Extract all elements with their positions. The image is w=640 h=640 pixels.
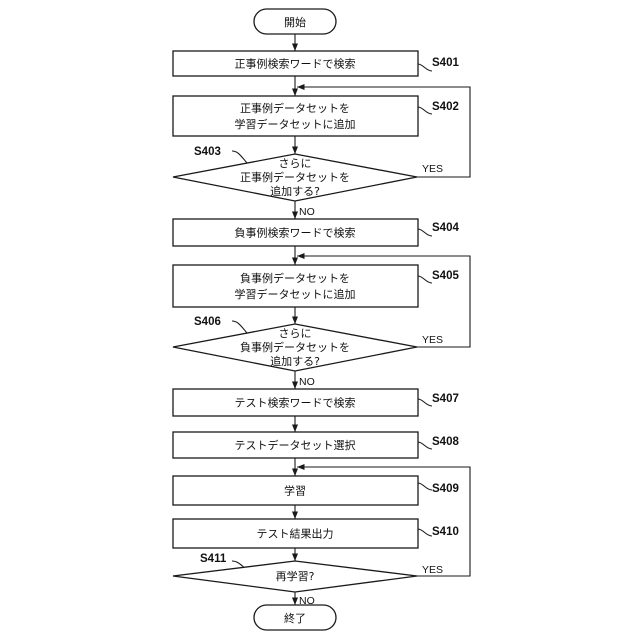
s406-text-line3: 追加する? xyxy=(270,354,320,368)
s404-text: 負事例検索ワードで検索 xyxy=(235,226,356,240)
s405-text-line2: 学習データセットに追加 xyxy=(235,287,356,301)
s406-label: S406 xyxy=(194,316,221,328)
s401-text: 正事例検索ワードで検索 xyxy=(235,57,356,71)
s410-text: テスト結果出力 xyxy=(257,527,334,541)
s403-no-label: NO xyxy=(299,206,315,218)
start-label: 開始 xyxy=(284,15,306,29)
leader-s401 xyxy=(418,64,432,71)
s402-label: S402 xyxy=(432,101,459,113)
step-s410: テスト結果出力 S410 xyxy=(173,519,459,548)
s409-label: S409 xyxy=(432,483,459,495)
s411-label: S411 xyxy=(200,553,227,565)
s408-text: テストデータセット選択 xyxy=(235,438,356,452)
end-terminal: 終了 xyxy=(254,605,336,630)
step-s402: 正事例データセットを 学習データセットに追加 S402 xyxy=(173,96,459,136)
s402-text-line2: 学習データセットに追加 xyxy=(235,117,356,131)
s403-text-line2: 正事例データセットを xyxy=(240,170,350,184)
s406-yes-label: YES xyxy=(422,334,443,346)
s406-no-label: NO xyxy=(299,376,315,388)
leader-s405 xyxy=(418,276,432,283)
s411-text: 再学習? xyxy=(276,569,315,583)
s410-label: S410 xyxy=(432,526,459,538)
start-terminal: 開始 xyxy=(254,9,336,34)
decision-s406: さらに 負事例データセットを 追加する? S406 YES NO xyxy=(173,316,443,388)
step-s401: 正事例検索ワードで検索 S401 xyxy=(173,51,459,76)
s403-text-line3: 追加する? xyxy=(270,184,320,198)
s405-label: S405 xyxy=(432,270,459,282)
s407-label: S407 xyxy=(432,393,459,405)
leader-s408 xyxy=(418,442,432,449)
decision-s403: さらに 正事例データセットを 追加する? S403 YES NO xyxy=(173,146,443,218)
s407-text: テスト検索ワードで検索 xyxy=(235,396,356,410)
s401-label: S401 xyxy=(432,57,459,69)
leader-s407 xyxy=(418,399,432,406)
s411-yes-label: YES xyxy=(422,564,443,576)
leader-s406 xyxy=(232,321,247,333)
s402-text-line1: 正事例データセットを xyxy=(240,101,350,115)
s405-text-line1: 負事例データセットを xyxy=(240,271,350,285)
s409-text: 学習 xyxy=(284,484,306,498)
leader-s403 xyxy=(232,151,247,163)
s408-label: S408 xyxy=(432,436,459,448)
leader-s402 xyxy=(418,107,432,114)
s406-text-line2: 負事例データセットを xyxy=(240,340,350,354)
s403-label: S403 xyxy=(194,146,221,158)
leader-s410 xyxy=(418,529,432,536)
step-s405: 負事例データセットを 学習データセットに追加 S405 xyxy=(173,265,459,307)
leader-s409 xyxy=(418,483,432,490)
step-s407: テスト検索ワードで検索 S407 xyxy=(173,389,459,416)
step-s408: テストデータセット選択 S408 xyxy=(173,432,459,458)
step-s404: 負事例検索ワードで検索 S404 xyxy=(173,219,459,246)
s403-text-line1: さらに xyxy=(279,157,312,170)
leader-s404 xyxy=(418,229,432,236)
s404-label: S404 xyxy=(432,222,459,234)
end-label: 終了 xyxy=(284,611,306,625)
step-s409: 学習 S409 xyxy=(173,476,459,505)
decision-s411: 再学習? S411 YES NO xyxy=(173,553,443,607)
s403-yes-label: YES xyxy=(422,163,443,175)
s406-text-line1: さらに xyxy=(279,327,312,340)
